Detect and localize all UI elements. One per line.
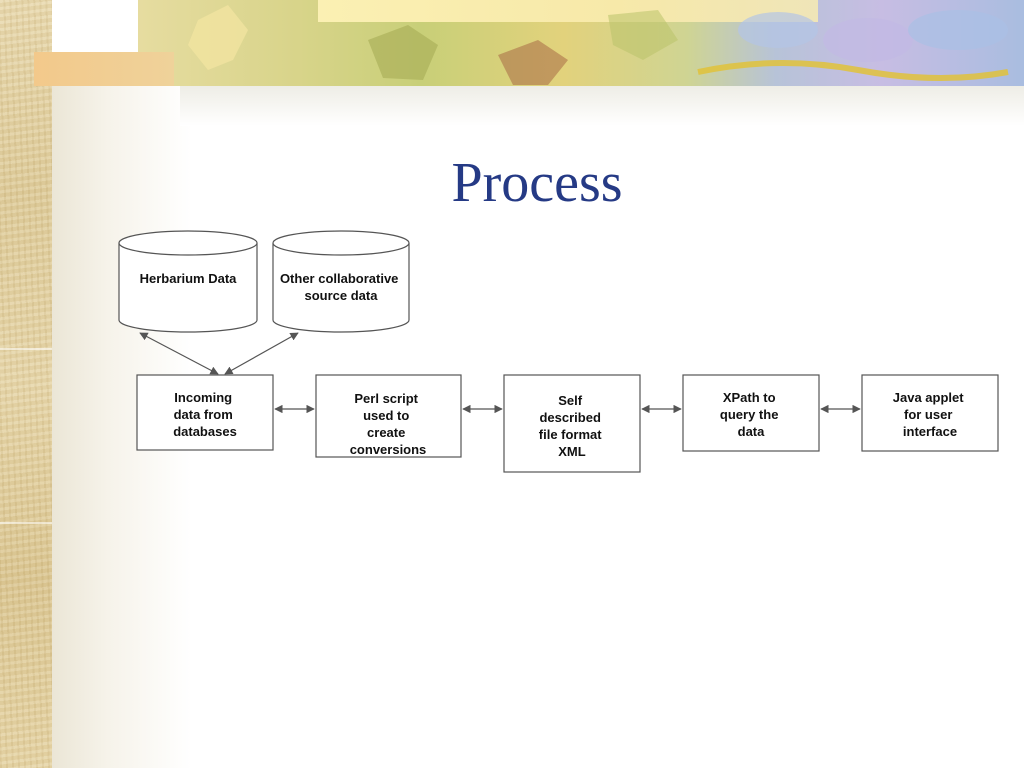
diagram-label: Java applet bbox=[893, 390, 964, 405]
diagram-label: for user bbox=[904, 407, 952, 422]
strip-seam bbox=[0, 348, 52, 350]
parchment-strip bbox=[0, 0, 52, 768]
cylinder-top bbox=[272, 230, 410, 256]
stone-shape bbox=[908, 10, 1008, 50]
svg-text:Perl script used to: Perl script used to create conversions bbox=[350, 391, 427, 457]
diagram-label: source data bbox=[305, 288, 379, 303]
step-incoming: Incoming data from databases bbox=[136, 374, 274, 451]
banner-highlight bbox=[318, 0, 818, 22]
diagram-label: Incoming bbox=[174, 390, 232, 405]
banner-leaves bbox=[188, 5, 1009, 85]
leaf-shape bbox=[498, 40, 568, 85]
cylinder-body bbox=[272, 243, 410, 333]
svg-text:Herbarium Data: Herbarium Data bbox=[140, 271, 238, 286]
diagram-label: create bbox=[367, 425, 405, 440]
strip-seam bbox=[0, 522, 52, 524]
diagram-label: XML bbox=[558, 444, 586, 459]
diagram-label: interface bbox=[903, 424, 957, 439]
title-shadow bbox=[180, 86, 1024, 126]
diagram-label: databases bbox=[173, 424, 237, 439]
svg-text:XPath to query the: XPath to query the data bbox=[720, 390, 782, 439]
cylinder-top bbox=[118, 230, 258, 256]
connector-arrow bbox=[139, 332, 219, 375]
step-java-applet: Java applet for user interface bbox=[861, 374, 999, 452]
diagram-label: conversions bbox=[350, 442, 427, 457]
diagram-label: used to bbox=[363, 408, 409, 423]
diagram-label: Perl script bbox=[354, 391, 418, 406]
slide-title: Process bbox=[451, 152, 623, 214]
step-perl-script: Perl script used to create conversions bbox=[315, 374, 462, 458]
database-collaborative: Other collaborative source data bbox=[272, 230, 410, 333]
step-xml: Self described file format XML bbox=[503, 374, 641, 473]
diagram-label: file format bbox=[539, 427, 603, 442]
diagram-label: Herbarium Data bbox=[140, 271, 238, 286]
cylinder-body bbox=[118, 243, 258, 333]
leaf-shape bbox=[368, 25, 438, 80]
diagram-label: described bbox=[539, 410, 600, 425]
flower-sprig bbox=[697, 59, 1009, 82]
leaf-shape bbox=[608, 10, 678, 60]
diagram-label: data bbox=[738, 424, 766, 439]
decorative-banner bbox=[138, 0, 1024, 86]
banner-accent bbox=[34, 52, 174, 86]
svg-text:Other collaborative sour: Other collaborative source data bbox=[280, 271, 402, 303]
diagram-label: Other collaborative bbox=[280, 271, 398, 286]
diagram-label: query the bbox=[720, 407, 779, 422]
database-herbarium: Herbarium Data bbox=[118, 230, 258, 333]
svg-text:Self described fil: Self described file format XML bbox=[539, 393, 605, 459]
step-xpath: XPath to query the data bbox=[682, 374, 820, 452]
svg-text:Java applet for user: Java applet for user interface bbox=[893, 390, 967, 439]
stone-shape bbox=[823, 18, 913, 62]
diagram-label: Self bbox=[558, 393, 583, 408]
stone-shape bbox=[738, 12, 818, 48]
diagram-label: data from bbox=[174, 407, 233, 422]
leaf-shape bbox=[188, 5, 248, 70]
svg-text:Incoming data from: Incoming data from databases bbox=[173, 390, 237, 439]
diagram-label: XPath to bbox=[723, 390, 776, 405]
connector-arrow bbox=[224, 332, 299, 375]
